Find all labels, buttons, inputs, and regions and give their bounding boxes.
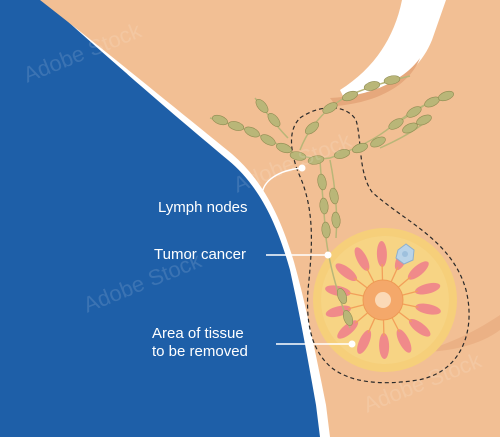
lymph-node	[336, 288, 348, 304]
lymph-node	[212, 114, 228, 126]
area-of-tissue-label: Area of tissue to be removed	[152, 325, 248, 361]
lymph-node	[363, 81, 381, 91]
lymph-node	[388, 118, 404, 130]
lobule	[379, 333, 390, 359]
lymph-nodes-label: Lymph nodes	[158, 199, 248, 216]
callout-lines	[261, 167, 352, 345]
lymph-node	[276, 142, 292, 154]
lymph-node	[227, 121, 245, 131]
lymph-node	[244, 126, 260, 138]
lymph-node	[255, 99, 269, 113]
removal-area-outline	[290, 107, 470, 384]
area-label-line1: Area of tissue	[152, 325, 244, 342]
duct	[367, 317, 376, 334]
duct	[390, 266, 399, 283]
lymph-nodes-pointer	[261, 167, 303, 197]
lymph-node	[333, 149, 351, 159]
lobule	[354, 247, 370, 271]
lobule	[408, 318, 431, 337]
lymph-node	[317, 173, 327, 191]
duct	[354, 312, 369, 324]
lymph-node	[402, 122, 418, 134]
lymph-node	[322, 102, 338, 114]
duct	[353, 277, 368, 289]
duct	[402, 290, 419, 296]
ducts	[347, 263, 419, 337]
lymph-node	[438, 90, 454, 102]
lymph-node	[319, 197, 329, 215]
duct	[402, 303, 419, 308]
duct	[366, 267, 375, 283]
lobule	[337, 320, 359, 339]
lymph-node	[370, 136, 386, 148]
duct	[391, 317, 400, 333]
duct	[347, 292, 364, 297]
duct	[398, 311, 413, 323]
lymph-node	[267, 113, 281, 127]
duct	[397, 276, 412, 288]
lymph-node	[260, 134, 276, 146]
lobule	[414, 282, 441, 295]
lymph-node	[406, 106, 422, 118]
lymph-nodes	[212, 75, 454, 326]
lobule	[396, 329, 412, 353]
lobule	[357, 329, 372, 354]
lymph-node	[307, 155, 325, 165]
lymph-node	[342, 310, 354, 326]
area-label-line2: to be removed	[152, 343, 248, 360]
callout-dots	[298, 164, 356, 348]
chest-contour	[420, 315, 500, 352]
lobule	[376, 241, 387, 267]
lymph-node	[416, 114, 432, 126]
lymph-node	[329, 187, 339, 205]
duct	[347, 304, 364, 310]
lymph-node	[352, 142, 368, 154]
tumor	[395, 243, 415, 265]
lobule	[335, 263, 358, 282]
nipple	[375, 292, 391, 308]
lobule	[407, 261, 429, 280]
lymph-node	[342, 90, 358, 102]
lymph-node	[321, 221, 331, 239]
lymph-node	[331, 211, 341, 229]
lobule	[415, 303, 441, 315]
lymph-node	[289, 151, 307, 161]
tumor-cancer-label: Tumor cancer	[154, 246, 246, 263]
lymph-node	[305, 121, 319, 135]
lymph-node	[383, 75, 401, 85]
